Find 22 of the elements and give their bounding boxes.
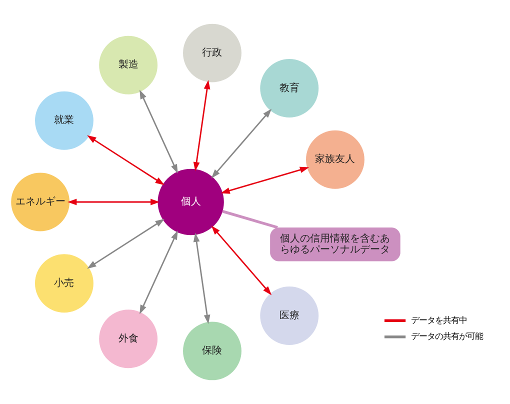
node-circle: 就業 bbox=[35, 91, 94, 150]
connector bbox=[222, 210, 278, 229]
arrow bbox=[211, 108, 272, 178]
arrow bbox=[140, 90, 178, 174]
node-box: 個人の信用情報を含むあらゆるパーソナルデータ bbox=[270, 228, 400, 262]
arrow bbox=[193, 232, 210, 324]
arrow bbox=[140, 230, 178, 314]
node-circle: 保険 bbox=[183, 322, 242, 380]
node-circle: エネルギー bbox=[11, 172, 70, 232]
arrow bbox=[87, 135, 165, 186]
arrow bbox=[220, 166, 310, 194]
legend-label: データの共有が可能 bbox=[411, 331, 484, 342]
node-circle: 行政 bbox=[183, 24, 242, 82]
node-circle: 製造 bbox=[99, 36, 158, 94]
arrow bbox=[211, 226, 272, 296]
node-circle: 小売 bbox=[35, 254, 94, 313]
legend-label: データを共有中 bbox=[411, 314, 468, 325]
node-circle: 家族友人 bbox=[306, 130, 364, 189]
node-circle: 外食 bbox=[99, 310, 158, 368]
arrow bbox=[193, 80, 210, 172]
arrow bbox=[87, 218, 165, 269]
arrow bbox=[68, 198, 160, 206]
